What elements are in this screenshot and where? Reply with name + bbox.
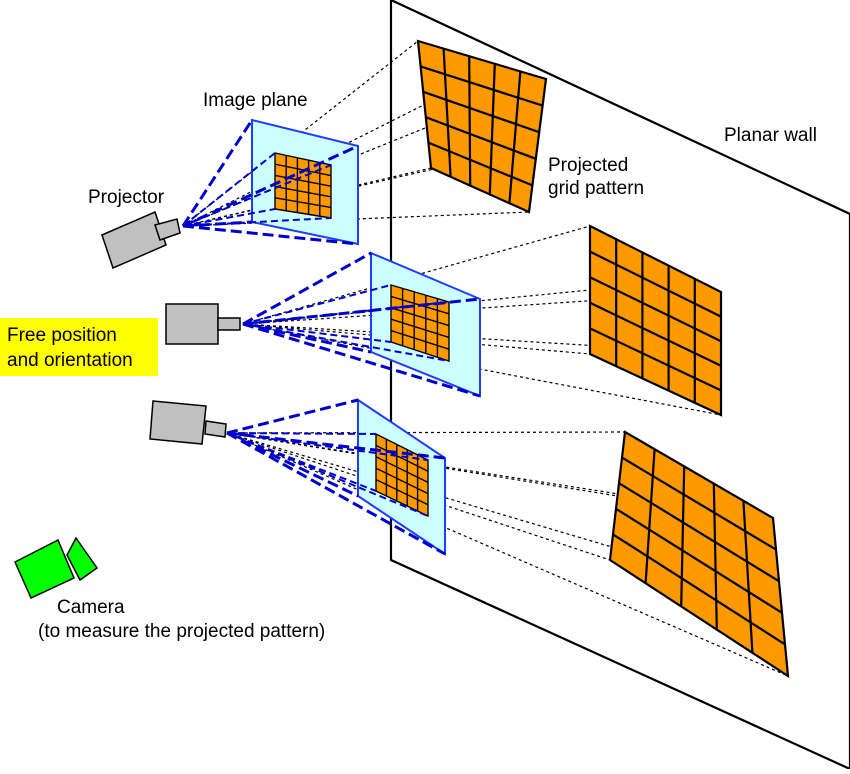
- free-position-label-line2: and orientation: [7, 350, 133, 371]
- camera-label-line2: (to measure the projected pattern): [38, 621, 325, 642]
- grid-ray-1-1: [182, 152, 276, 227]
- frustum-edge-2-1: [242, 251, 372, 326]
- grid-ray-1-4: [182, 208, 276, 227]
- projected-grid-label-line1: Projected: [548, 155, 628, 176]
- grid-ray-3-2: [226, 432, 429, 461]
- image-grid-3: [375, 432, 429, 518]
- grid-ray-2-3: [242, 323, 450, 362]
- grid-ray-1-2: [182, 164, 332, 227]
- image-plane-label: Image plane: [203, 90, 308, 111]
- projector-icon: [165, 303, 241, 345]
- frustum-edge-2-3: [242, 322, 481, 398]
- grid-ray-2-2: [242, 301, 450, 325]
- wall-grid-2: [588, 224, 723, 417]
- projection-ray-2-6: [242, 323, 722, 355]
- free-position-label-line1: Free position: [7, 325, 117, 346]
- free-position-highlight: [0, 318, 158, 376]
- frustum-edge-3-1: [226, 398, 359, 435]
- frustum-edge-1-3: [182, 224, 359, 246]
- frustum-edge-3-4: [226, 431, 359, 498]
- projector-icon: [149, 400, 227, 445]
- frustum-edge-2-4: [242, 322, 372, 354]
- grid-ray-3-4: [226, 432, 377, 492]
- camera-icon: [14, 536, 99, 600]
- projector-icon: [101, 210, 181, 270]
- wall-grid-3: [608, 430, 790, 679]
- grid-ray-3-1: [226, 432, 377, 435]
- projector-label: Projector: [88, 187, 165, 208]
- frustum-edge-1-1: [181, 119, 254, 227]
- grid-ray-2-1: [242, 284, 392, 325]
- frustum-edge-1-2: [182, 144, 359, 228]
- frustum-edge-3-3: [226, 431, 446, 556]
- planar-wall-label: Planar wall: [724, 125, 817, 146]
- wall-grid-1: [416, 39, 548, 214]
- projection-ray-2-2: [242, 291, 722, 325]
- camera-label-line1: Camera: [57, 597, 125, 618]
- projected-grid-label-line2: grid pattern: [548, 178, 644, 199]
- grid-ray-1-3: [182, 217, 332, 227]
- grid-ray-2-4: [242, 323, 392, 343]
- projection-ray-3-4: [226, 432, 611, 561]
- projection-ray-1-3: [182, 211, 530, 227]
